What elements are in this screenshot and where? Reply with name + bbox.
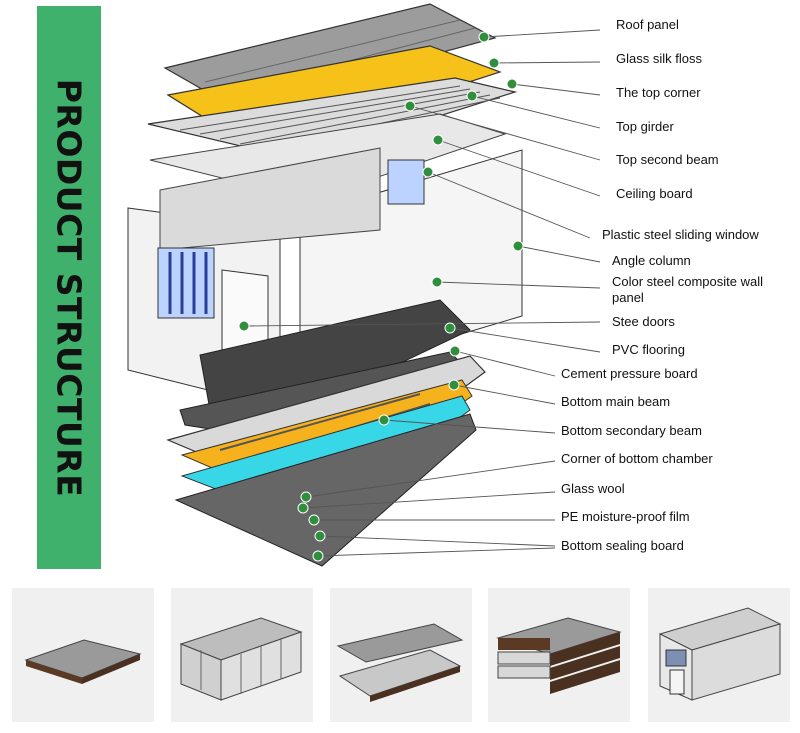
marker-top-corner — [506, 78, 518, 90]
marker-bottom-secondary-beam — [378, 414, 390, 426]
label-stee-doors: Stee doors — [612, 314, 675, 329]
roof-being-lifted-icon — [336, 623, 464, 702]
marker-top-girder — [466, 90, 478, 102]
base-frame-icon — [24, 639, 142, 684]
marker-pe-film — [308, 514, 320, 526]
label-bottom-secondary-beam: Bottom secondary beam — [561, 423, 702, 438]
thumbnail-finished — [648, 588, 790, 722]
label-roof-panel: Roof panel — [616, 17, 679, 32]
thumbnail-base-frame — [12, 588, 154, 722]
marker-door — [238, 320, 250, 332]
marker-top-second-beam — [404, 100, 416, 112]
label-sliding-window: Plastic steel sliding window — [602, 227, 759, 242]
side-window-shape — [387, 159, 425, 205]
label-angle-column: Angle column — [612, 253, 691, 268]
thumbnail-frame-with-walls — [171, 588, 313, 722]
label-pvc-flooring: PVC flooring — [612, 342, 685, 357]
title-banner: PRODUCT STRUCTURE — [37, 6, 101, 569]
exploded-structure-diagram — [127, 3, 601, 567]
label-cement-board: Cement pressure board — [561, 366, 698, 381]
label-wall-panel: Color steel composite wall panel — [612, 274, 764, 305]
bottom-sealing-board-shape — [174, 413, 477, 567]
label-pe-film: PE moisture-proof film — [561, 509, 690, 524]
marker-cement-board — [449, 345, 461, 357]
label-top-girder: Top girder — [616, 119, 674, 134]
finished-container-house-icon — [658, 607, 782, 701]
marker-roof-panel — [478, 31, 490, 43]
thumbnail-roof-lift — [330, 588, 472, 722]
back-wall-shape — [159, 147, 381, 251]
label-top-second-beam: Top second beam — [616, 152, 719, 167]
label-bottom-sealing-board: Bottom sealing board — [561, 538, 684, 553]
marker-ceiling-board — [432, 134, 444, 146]
stacked-flat-pack-icon — [496, 617, 622, 694]
leader-lines — [243, 29, 601, 557]
marker-bottom-main-beam — [448, 379, 460, 391]
banner-title: PRODUCT STRUCTURE — [49, 78, 89, 497]
thumbnail-stacked — [488, 588, 630, 722]
marker-window — [422, 166, 434, 178]
marker-bottom-sealing-board — [312, 550, 324, 562]
label-ceiling-board: Ceiling board — [616, 186, 693, 201]
label-top-corner: The top corner — [616, 85, 701, 100]
label-glass-wool: Glass wool — [561, 481, 625, 496]
marker-pe-film-2 — [314, 530, 326, 542]
marker-glass-wool — [297, 502, 309, 514]
marker-bottom-corner — [300, 491, 312, 503]
marker-wall-panel — [431, 276, 443, 288]
label-bottom-corner: Corner of bottom chamber — [561, 451, 713, 466]
frame-with-wall-panels-icon — [179, 617, 303, 701]
label-bottom-main-beam: Bottom main beam — [561, 394, 671, 409]
label-glass-silk-floss: Glass silk floss — [616, 51, 702, 66]
marker-angle-column — [512, 240, 524, 252]
marker-pvc-flooring — [444, 322, 456, 334]
marker-glass-silk-floss — [488, 57, 500, 69]
